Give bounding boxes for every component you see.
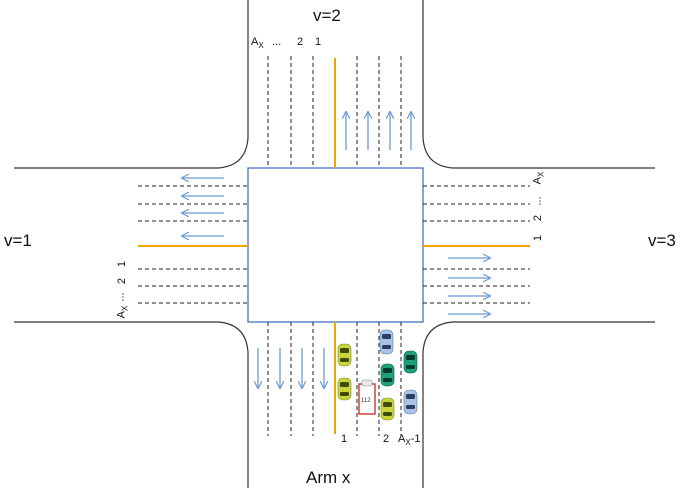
- left-lane-markings: [138, 185, 248, 304]
- bottom-lane-label-1: 1: [341, 433, 348, 445]
- bottom-lane-label-2: 2: [383, 433, 390, 445]
- right-lane-label-2: 2: [532, 214, 545, 222]
- top-lane-markings: [267, 56, 402, 168]
- left-lane-label-dots: ...: [114, 292, 127, 302]
- right-lane-label-dots: ...: [531, 196, 544, 206]
- left-lane-label-1: 1: [116, 260, 129, 268]
- median-lines: [138, 58, 530, 434]
- top-lane-label-1: 1: [315, 36, 322, 48]
- arm-label-bottom: Arm x: [306, 468, 351, 487]
- bottom-lane-markings: [267, 322, 402, 436]
- arm-label-right: v=3: [648, 231, 676, 250]
- top-lane-label-ax: AX: [251, 36, 264, 50]
- top-lane-label-2: 2: [297, 36, 304, 48]
- junction-box: [247, 167, 424, 323]
- queued-vehicles: [337, 329, 418, 421]
- car-green-icon: [380, 363, 395, 387]
- bus-number-badge: 112: [361, 398, 371, 404]
- right-lane-label-1: 1: [532, 234, 545, 242]
- left-arm-arrows: [182, 178, 224, 236]
- bottom-arm-arrows: [258, 348, 324, 388]
- bus-icon: [358, 379, 376, 415]
- left-lane-label-ax: AX: [115, 305, 130, 319]
- car-yellow-icon: [337, 343, 352, 367]
- left-lane-label-2: 2: [116, 277, 129, 285]
- right-lane-markings: [423, 185, 530, 304]
- right-lane-label-ax: AX: [531, 171, 546, 185]
- top-arm-arrows: [346, 112, 411, 150]
- car-yellow-icon: [337, 377, 352, 401]
- arm-label-left: v=1: [4, 231, 32, 250]
- car-blue-icon: [379, 329, 394, 355]
- car-yellow-icon: [380, 397, 395, 421]
- top-lane-label-dots: ...: [272, 36, 282, 48]
- arm-label-top: v=2: [313, 6, 341, 25]
- road-edges: [14, 0, 655, 488]
- right-arm-arrows: [448, 258, 490, 314]
- bottom-lane-label-ax-1: AX-1: [398, 433, 421, 447]
- car-blue-icon: [403, 389, 418, 415]
- car-green-icon: [403, 350, 418, 374]
